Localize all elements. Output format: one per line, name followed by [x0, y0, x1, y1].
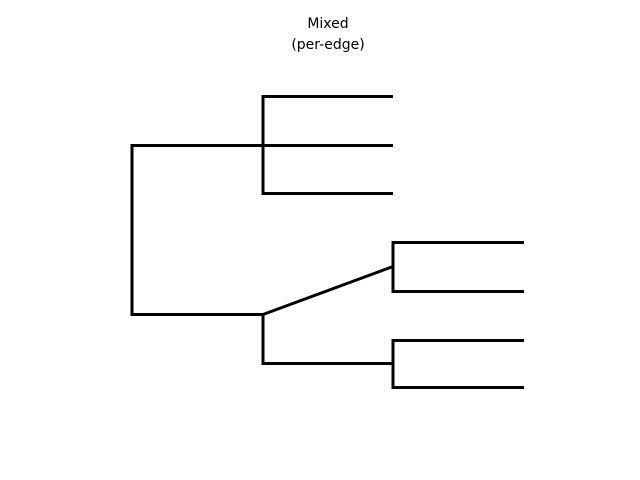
title-line-2: (per-edge): [291, 37, 364, 53]
tree-edges: [130, 95, 524, 389]
title-line-1: Mixed: [307, 16, 348, 32]
slanted-subclade-edge: [262, 265, 394, 316]
